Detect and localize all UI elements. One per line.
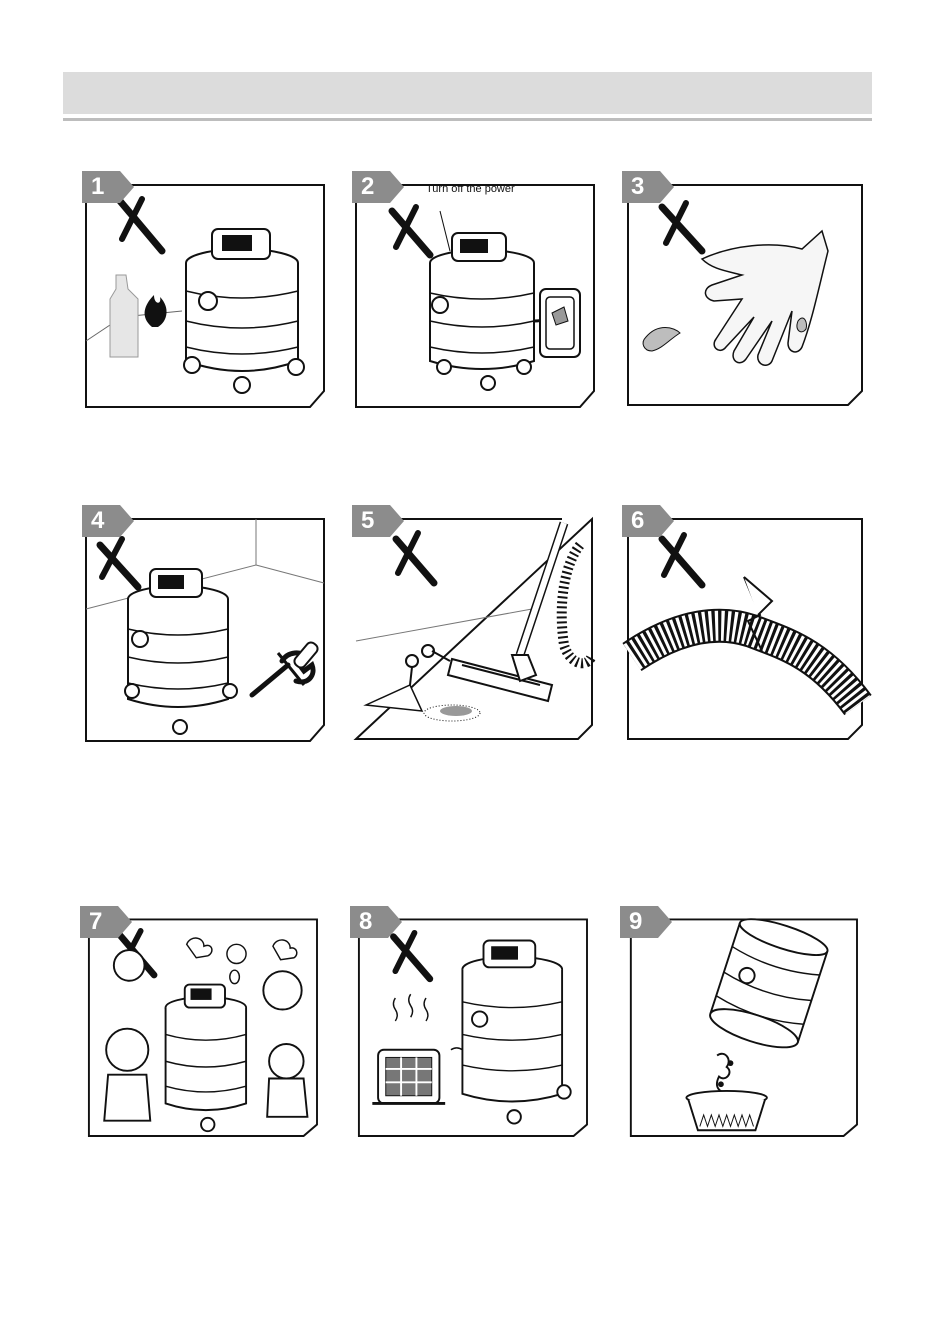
illustration-panel-4: 4 xyxy=(82,505,326,735)
vacuum-hose-icon xyxy=(562,545,592,663)
illustration-panel-2: 2 Turn off the power xyxy=(352,171,596,401)
trash-bin-icon xyxy=(686,1091,767,1130)
turn-off-power-label: Turn off the power xyxy=(426,183,515,195)
step-number: 2 xyxy=(361,173,374,201)
glass-shard-icon xyxy=(366,685,422,711)
step-badge-5: 5 xyxy=(352,505,398,537)
fire-icon xyxy=(145,295,167,327)
flammable-bottle-icon xyxy=(110,275,138,357)
prohibited-x-icon xyxy=(662,535,702,585)
prohibited-x-icon xyxy=(120,199,162,251)
vacuum-cleaner-icon xyxy=(125,569,237,734)
step-badge-1: 1 xyxy=(82,171,128,203)
step-badge-8: 8 xyxy=(350,906,396,938)
prohibited-x-icon xyxy=(396,533,434,583)
panel-8-drawing xyxy=(350,906,594,1136)
section-header-rule xyxy=(63,118,872,121)
panel-2-drawing xyxy=(352,171,596,401)
vacuum-cleaner-icon xyxy=(184,229,304,393)
illustration-panel-5: 5 xyxy=(352,505,596,735)
illustration-panel-9: 9 xyxy=(620,906,864,1136)
prohibited-x-icon xyxy=(393,933,429,979)
step-number: 6 xyxy=(631,507,644,535)
wall-outlet-icon xyxy=(540,289,580,357)
panel-4-drawing xyxy=(82,505,326,735)
prohibited-x-icon xyxy=(662,203,702,251)
vacuum-cleaner-icon xyxy=(462,941,570,1124)
prohibited-x-icon xyxy=(100,539,138,587)
panel-6-drawing xyxy=(622,505,866,735)
tilted-vacuum-tank-icon xyxy=(706,912,831,1055)
step-badge-6: 6 xyxy=(622,505,668,537)
falling-debris-icon xyxy=(717,1054,733,1093)
prohibited-x-icon xyxy=(392,207,430,255)
panel-5-drawing xyxy=(352,505,596,735)
illustration-panel-7: 7 xyxy=(80,906,324,1136)
floor-nozzle-icon xyxy=(448,655,552,701)
step-badge-4: 4 xyxy=(82,505,128,537)
step-number: 8 xyxy=(359,908,372,936)
step-number: 1 xyxy=(91,173,104,201)
illustration-panel-8: 8 xyxy=(350,906,594,1136)
panel-1-drawing xyxy=(82,171,326,401)
step-number: 4 xyxy=(91,507,104,535)
vacuum-wand-icon xyxy=(520,523,564,655)
vacuum-cleaner-icon xyxy=(166,985,246,1132)
illustration-panel-6: 6 xyxy=(622,505,866,735)
panel-9-drawing xyxy=(620,906,864,1136)
illustration-panel-3: 3 xyxy=(622,171,866,401)
step-badge-3: 3 xyxy=(622,171,668,203)
step-badge-9: 9 xyxy=(620,906,666,938)
illustration-panel-1: 1 xyxy=(82,171,326,401)
step-badge-7: 7 xyxy=(80,906,126,938)
step-number: 7 xyxy=(89,908,102,936)
heater-icon xyxy=(372,1050,445,1104)
screw-icon xyxy=(406,645,450,685)
damaged-hose-icon xyxy=(632,626,858,705)
step-number: 9 xyxy=(629,908,642,936)
surprised-face-icon xyxy=(227,944,246,983)
section-header-bar xyxy=(63,72,872,114)
step-number: 5 xyxy=(361,507,374,535)
step-number: 3 xyxy=(631,173,644,201)
vacuum-cleaner-icon xyxy=(430,233,534,390)
step-badge-2: 2 xyxy=(352,171,398,203)
debris-dust-icon xyxy=(424,705,480,721)
wet-hand-icon xyxy=(702,231,828,365)
panel-3-drawing xyxy=(622,171,866,401)
panel-7-drawing xyxy=(80,906,324,1136)
